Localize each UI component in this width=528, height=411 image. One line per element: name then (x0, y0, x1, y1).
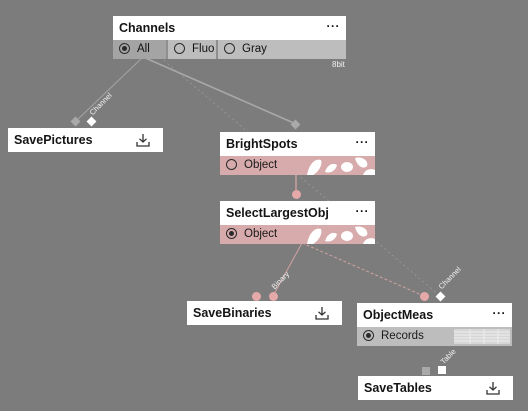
savepictures-title: SavePictures (14, 133, 93, 147)
savepictures-header[interactable]: SavePictures (8, 128, 163, 152)
radio-selected-icon (226, 228, 237, 240)
input-port[interactable] (252, 292, 261, 301)
input-port[interactable] (290, 119, 301, 130)
channel-option-all[interactable]: All (113, 40, 166, 59)
radio-icon (174, 43, 185, 55)
radio-icon (226, 159, 237, 171)
savetables-header[interactable]: SaveTables (358, 376, 513, 400)
channel-option-gray[interactable]: Gray (216, 40, 346, 59)
output-records-option[interactable]: Records (357, 327, 424, 346)
selectlargest-node[interactable]: SelectLargestObj ··· Object (220, 201, 375, 244)
port-label-channel: Channel (436, 264, 463, 291)
selectlargest-output: Object (220, 225, 375, 244)
input-port[interactable] (70, 116, 81, 127)
preview-thumbnail (303, 225, 375, 244)
download-icon[interactable] (485, 380, 501, 396)
link-channels-savepictures (75, 56, 144, 122)
input-port[interactable] (422, 367, 430, 375)
object-input-port[interactable] (292, 190, 301, 199)
selectlargest-menu-button[interactable]: ··· (355, 204, 369, 218)
savetables-node[interactable]: SaveTables (358, 376, 513, 400)
port-label-channel: Channel (87, 90, 114, 117)
brightspots-header[interactable]: BrightSpots ··· (220, 132, 375, 156)
preview-thumbnail (303, 156, 375, 175)
brightspots-menu-button[interactable]: ··· (355, 135, 369, 149)
radio-selected-icon (363, 330, 374, 342)
objectmeas-node[interactable]: ObjectMeas ··· Records (357, 303, 512, 346)
brightspots-output: Object (220, 156, 375, 175)
channel-input-port[interactable] (435, 291, 446, 302)
channel-input-port[interactable] (86, 116, 97, 127)
output-object-option[interactable]: Object (220, 225, 277, 244)
savebinaries-header[interactable]: SaveBinaries (187, 301, 342, 325)
brightspots-node[interactable]: BrightSpots ··· Object (220, 132, 375, 175)
objectmeas-header[interactable]: ObjectMeas ··· (357, 303, 512, 327)
objectmeas-menu-button[interactable]: ··· (492, 306, 506, 320)
port-label-binary: Binary (269, 269, 292, 291)
selectlargest-header[interactable]: SelectLargestObj ··· (220, 201, 375, 225)
binary-input-port[interactable] (269, 292, 278, 301)
brightspots-title: BrightSpots (226, 137, 298, 151)
channels-node[interactable]: Channels ··· All Fluo Gray (113, 16, 346, 59)
objectmeas-title: ObjectMeas (363, 308, 434, 322)
savebinaries-title: SaveBinaries (193, 306, 272, 320)
table-preview-thumbnail (440, 327, 512, 346)
savetables-title: SaveTables (364, 381, 432, 395)
objectmeas-output: Records (357, 327, 512, 346)
radio-icon (224, 43, 235, 55)
table-input-port[interactable] (438, 366, 446, 374)
selectlargest-title: SelectLargestObj (226, 206, 329, 220)
output-object-option[interactable]: Object (220, 156, 277, 175)
bit-depth-label: 8bit (332, 60, 345, 69)
channels-header[interactable]: Channels ··· (113, 16, 346, 40)
channels-menu-button[interactable]: ··· (326, 19, 340, 33)
download-icon[interactable] (135, 132, 151, 148)
object-input-port[interactable] (420, 292, 429, 301)
link-selectlargest-objectmeas (301, 242, 425, 297)
radio-selected-icon (119, 43, 130, 55)
savepictures-node[interactable]: SavePictures (8, 128, 163, 152)
link-channels-brightspots (142, 56, 297, 125)
channel-option-fluo[interactable]: Fluo (166, 40, 216, 59)
port-label-table: Table (438, 346, 458, 366)
channels-title: Channels (119, 21, 176, 35)
savebinaries-node[interactable]: SaveBinaries (187, 301, 342, 325)
link-channels-objectmeas (159, 56, 441, 297)
download-icon[interactable] (314, 305, 330, 321)
channels-options: All Fluo Gray (113, 40, 346, 59)
